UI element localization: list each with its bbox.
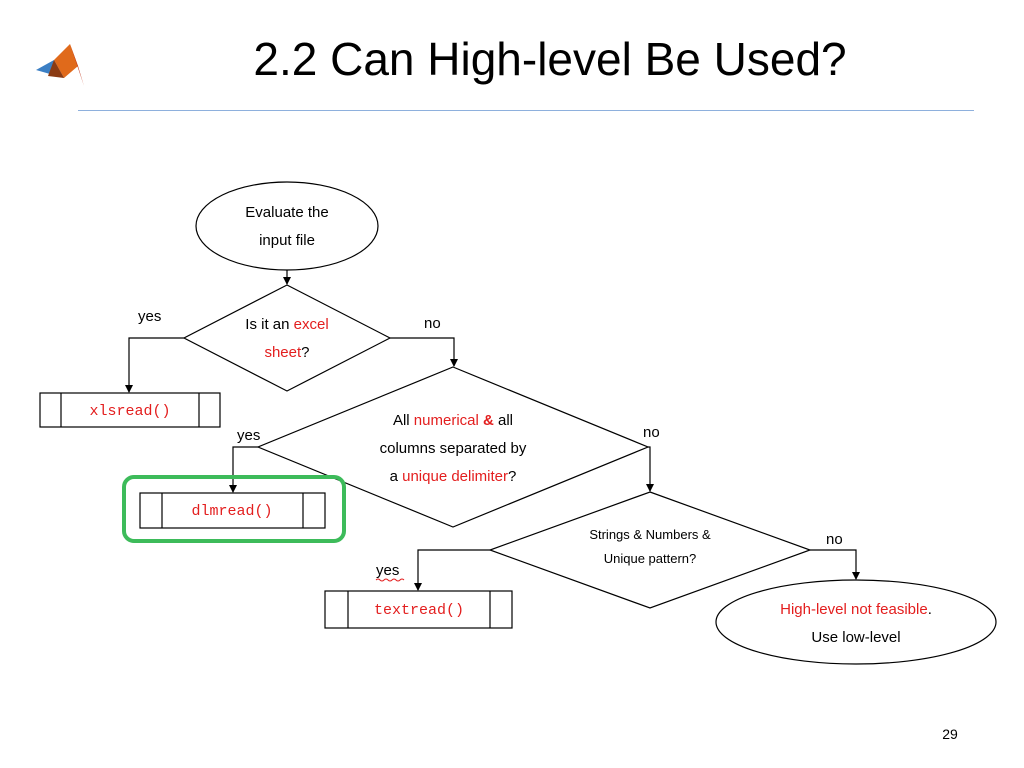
- label-pattern-no: no: [826, 531, 843, 548]
- process-xlsread: xlsread(): [39, 392, 221, 428]
- decision-numeric-line-2: columns separated by: [380, 440, 527, 457]
- process-dlmread: dlmread(): [122, 475, 346, 543]
- numeric-q-keyword: numerical: [414, 412, 479, 429]
- excel-q-suffix: ?: [301, 344, 309, 361]
- end-line-1: High-level not feasible.: [780, 601, 932, 618]
- title-divider: [78, 110, 974, 111]
- edge-pattern-yes: [414, 549, 490, 591]
- spellcheck-underline: [375, 578, 405, 582]
- decision-pattern: Strings & Numbers & Unique pattern?: [488, 491, 812, 609]
- end-node: High-level not feasible. Use low-level: [715, 579, 997, 665]
- decision-excel-line-2: sheet?: [264, 344, 309, 361]
- numeric-q-ampersand: &: [483, 412, 494, 429]
- label-excel-yes: yes: [138, 308, 161, 325]
- decision-excel: Is it an excel sheet?: [182, 284, 392, 392]
- label-pattern-yes: yes: [376, 562, 399, 579]
- slide-title: 2.2 Can High-level Be Used?: [253, 33, 847, 85]
- edge-excel-no: [390, 337, 458, 367]
- end-emphasis: High-level not feasible: [780, 601, 928, 618]
- label-numeric-yes: yes: [237, 427, 260, 444]
- numeric-q-suffix-3: ?: [508, 468, 516, 485]
- start-line-2: input file: [259, 232, 315, 249]
- start-line-1: Evaluate the: [245, 204, 328, 221]
- label-numeric-no: no: [643, 424, 660, 441]
- edge-numeric-yes: [229, 446, 258, 493]
- edge-pattern-no: [810, 549, 860, 580]
- excel-q-keyword-2: sheet: [264, 344, 302, 361]
- matlab-logo-icon: [36, 44, 84, 86]
- decision-pattern-line-2: Unique pattern?: [604, 551, 697, 566]
- edge-numeric-no: [646, 446, 654, 492]
- xlsread-label: xlsread(): [89, 403, 170, 420]
- label-excel-no: no: [424, 315, 441, 332]
- dlmread-highlight: [122, 475, 346, 543]
- edge-excel-yes: [125, 337, 184, 393]
- excel-q-keyword: excel: [294, 316, 329, 333]
- end-period: .: [928, 601, 932, 618]
- end-line-2: Use low-level: [811, 629, 900, 646]
- decision-pattern-line-1: Strings & Numbers &: [589, 527, 711, 542]
- page-number: 29: [942, 726, 958, 742]
- start-node: Evaluate the input file: [195, 181, 379, 271]
- decision-excel-line-1: Is it an excel: [245, 316, 328, 333]
- dlmread-label: dlmread(): [191, 503, 272, 520]
- decision-numeric: All numerical & all columns separated by…: [256, 366, 650, 528]
- decision-numeric-line-1: All numerical & all: [393, 412, 513, 429]
- numeric-q-keyword-3: unique delimiter: [402, 468, 508, 485]
- excel-q-prefix: Is it an: [245, 316, 293, 333]
- textread-label: textread(): [374, 602, 464, 619]
- decision-numeric-line-3: a unique delimiter?: [390, 468, 517, 485]
- numeric-q-prefix-3: a: [390, 468, 403, 485]
- process-textread: textread(): [324, 590, 513, 629]
- numeric-q-suffix: all: [494, 412, 513, 429]
- numeric-q-prefix: All: [393, 412, 414, 429]
